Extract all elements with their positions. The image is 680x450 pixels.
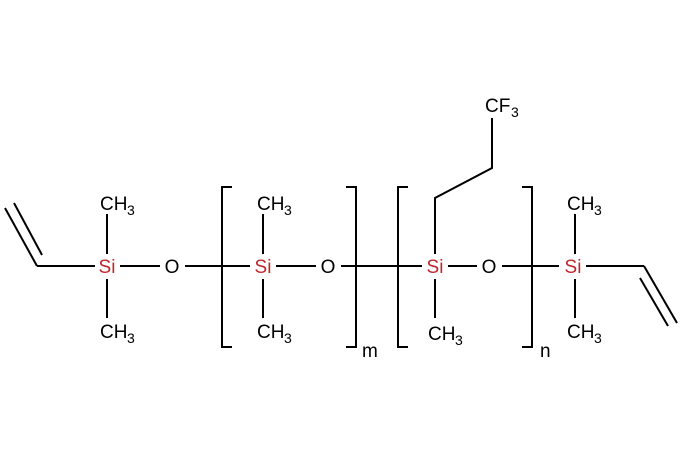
svg-text:3: 3 — [455, 332, 463, 348]
svg-text:CH: CH — [100, 194, 127, 215]
bracket-n-left — [397, 186, 408, 348]
bracket-m-left — [221, 186, 232, 348]
oxygen-atom: O — [482, 257, 497, 278]
trifluoropropyl-chain — [434, 118, 493, 254]
svg-text:3: 3 — [284, 202, 292, 218]
svg-text:CF: CF — [485, 96, 510, 117]
oxygen-atom: O — [321, 257, 336, 278]
methyl-bonds — [106, 214, 576, 318]
svg-text:CH: CH — [428, 324, 455, 345]
svg-text:3: 3 — [284, 330, 292, 346]
right-vinyl-group — [639, 265, 678, 327]
svg-text:CH: CH — [257, 322, 284, 343]
silicon-atom: Si — [99, 257, 116, 278]
svg-text:CH: CH — [567, 322, 594, 343]
silicon-atom: Si — [255, 257, 272, 278]
svg-text:3: 3 — [511, 104, 519, 120]
svg-text:CH: CH — [567, 194, 594, 215]
svg-text:3: 3 — [594, 202, 602, 218]
svg-text:CH: CH — [257, 194, 284, 215]
left-vinyl-group — [4, 202, 95, 267]
svg-text:3: 3 — [594, 330, 602, 346]
bracket-m-right — [346, 186, 357, 348]
repeat-label-m: m — [362, 341, 378, 362]
bracket-n-right — [522, 186, 533, 348]
repeat-label-n: n — [540, 341, 551, 362]
svg-text:3: 3 — [127, 202, 135, 218]
silicon-atom: Si — [565, 257, 582, 278]
svg-text:3: 3 — [127, 330, 135, 346]
oxygen-atom: O — [165, 257, 180, 278]
svg-text:CH: CH — [100, 322, 127, 343]
silicon-atom: Si — [427, 257, 444, 278]
